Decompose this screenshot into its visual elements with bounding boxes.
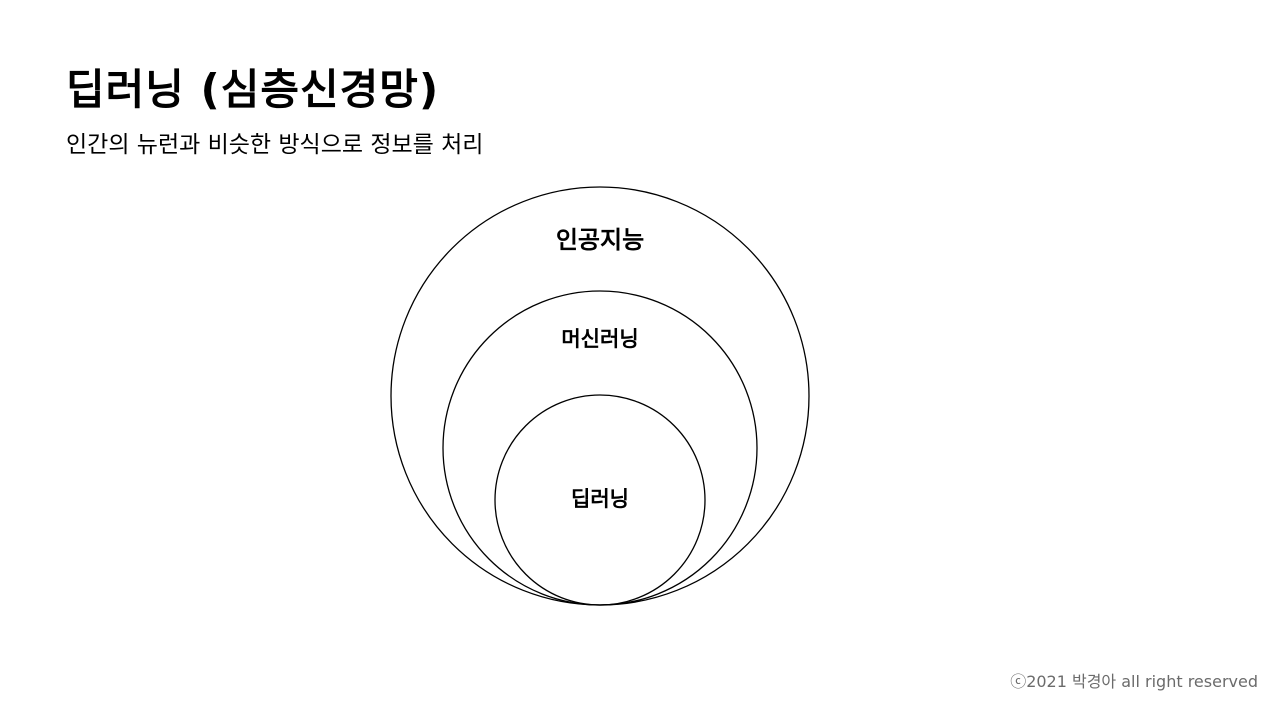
copyright-footer: ⓒ2021 박경아 all right reserved <box>1010 672 1258 691</box>
slide-subtitle: 인간의 뉴런과 비슷한 방식으로 정보를 처리 <box>66 132 484 158</box>
circle-dl <box>494 394 706 606</box>
label-ml: 머신러닝 <box>561 327 638 351</box>
label-ai: 인공지능 <box>556 226 644 254</box>
label-dl: 딥러닝 <box>571 487 629 511</box>
slide-title: 딥러닝 (심층신경망) <box>66 65 440 114</box>
